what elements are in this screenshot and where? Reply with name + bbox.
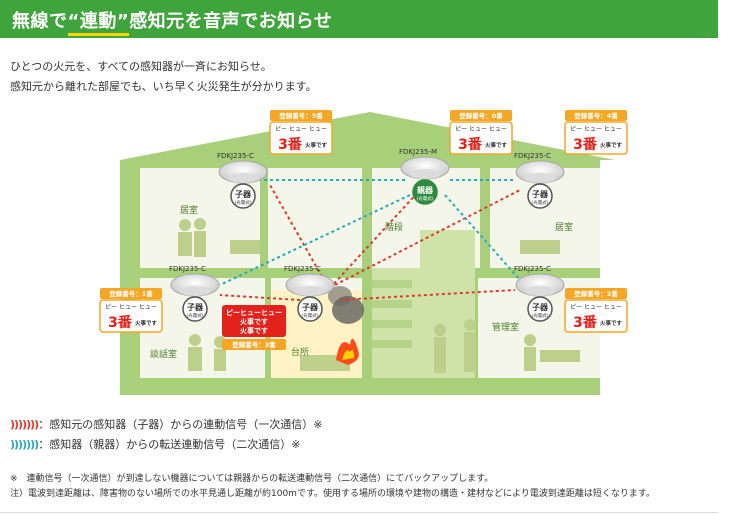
announced-number: 3番 [108,314,133,331]
role-sub-label: (光電式) [301,312,318,319]
section-header: 無線で“連動”感知元を音声でお知らせ [0,0,718,38]
role-label: 子器 [235,190,252,199]
intro-line-1: ひとつの火元を、すべての感知器が一斉にお知らせ。 [10,58,272,74]
registration-number: 登録番号：1番 [108,289,153,298]
building-diagram: FDKJ235-C子器(光電式)FDKJ235-M親器(光電式)FDKJ235-… [0,100,730,405]
title-quote-close: ” [117,11,129,32]
announcement-bubble: 登録番号：4番ピー ヒュー ヒュー 3番火事です [565,110,627,154]
announced-number: 3番 [458,136,483,153]
announcement-bubble: 登録番号：2番ピー ヒュー ヒュー 3番火事です [565,288,627,332]
room-label: 居室 [555,221,573,233]
role-sub-label: (光電式) [531,199,548,206]
legend-primary-text: ：感知元の感知器（子器）からの連動信号（一次通信）※ [38,418,322,431]
detector-base [294,286,326,296]
announcement-bubble: 登録番号：5番ピー ヒュー ヒュー 3番火事です [270,110,332,154]
fire-bubble-line: ピーヒューヒュー [226,308,282,317]
sound-text: ピー ヒュー ヒュー [570,126,622,133]
registration-number: 登録番号：3番 [231,340,276,349]
footnote-2: 注）電波到達距離は、障害物のない場所での水平見通し距離が約100mです。使用する… [10,486,655,499]
legend-secondary-text: ：感知器（親器）からの転送連動信号（二次通信）※ [38,438,300,451]
announced-number: 3番 [573,136,598,153]
role-sub-label: (光電式) [531,312,548,319]
announcement-bubble: ピーヒューヒュー火事です火事です登録番号：3番 [222,305,286,350]
detector-base [524,286,556,296]
role-label: 子器 [302,303,319,312]
detector-model: FDKJ235-C [169,265,206,273]
registration-number: 登録番号：4番 [573,111,618,120]
announcement-suffix: 火事です [600,141,623,149]
room-label: 管理室 [492,321,519,333]
sound-text: ピー ヒュー ヒュー [105,304,157,311]
detector-base [524,173,556,183]
role-label: 子器 [532,303,549,312]
sound-text: ピー ヒュー ヒュー [275,126,327,133]
intro-line-2: 感知元から離れた部屋でも、いち早く火災発生が分かります。 [10,78,317,94]
announcement-bubble: 登録番号：0番ピー ヒュー ヒュー 3番火事です [450,110,512,154]
announcement-bubble: 登録番号：1番ピー ヒュー ヒュー 3番火事です [100,288,162,332]
room-label: 居室 [180,204,198,216]
registration-number: 登録番号：0番 [458,111,503,120]
detector-base [179,286,211,296]
role-label: 親器 [417,185,434,195]
divider [0,512,718,513]
detector-model: FDKJ235-C [217,152,254,160]
detector-model: FDKJ235-C [514,265,551,273]
room-label: 階段 [385,221,403,233]
announcement-suffix: 火事です [600,319,623,327]
title-part: 無線で [12,11,68,32]
announcement-suffix: 火事です [305,141,328,149]
detector-model: FDKJ235-C [514,152,551,160]
detector-model: FDKJ235-M [399,148,437,156]
registration-number: 登録番号：2番 [573,289,618,298]
fire-bubble-line: 火事です [240,326,268,335]
title-quote-open: “ [68,11,80,32]
room-label: 台所 [291,346,309,358]
announcement-suffix: 火事です [485,141,508,149]
role-label: 子器 [532,190,549,199]
detector-base [409,169,441,179]
legend-primary: )))))))：感知元の感知器（子器）からの連動信号（一次通信）※ [10,416,322,432]
sound-text: ピー ヒュー ヒュー [570,304,622,311]
announced-number: 3番 [573,314,598,331]
fire-bubble-line: 火事です [240,317,268,326]
title-highlight-text: 連動 [80,11,117,32]
role-sub-label: (光電式) [234,199,251,206]
role-label: 子器 [187,303,204,312]
red-wave-icon: ))))))) [10,418,38,431]
sound-text: ピー ヒュー ヒュー [455,126,507,133]
section-title: 無線で“連動”感知元を音声でお知らせ [12,7,332,33]
announcement-suffix: 火事です [135,319,158,327]
detector-model: FDKJ235-C [284,265,321,273]
registration-number: 登録番号：5番 [278,111,323,120]
legend-secondary: )))))))：感知器（親器）からの転送連動信号（二次通信）※ [10,436,300,452]
detector-base [227,173,259,183]
footnote-1: ※ 連動信号（一次通信）が到達しない機器については親器からの転送連動信号（二次通… [10,471,493,484]
room-label: 談話室 [150,348,177,360]
title-highlight: “連動” [68,11,130,36]
blue-wave-icon: ))))))) [10,438,38,451]
title-part: 感知元を音声でお知らせ [129,11,332,32]
role-sub-label: (光電式) [186,312,203,319]
role-sub-label: (光電式) [416,195,433,202]
announced-number: 3番 [278,136,303,153]
